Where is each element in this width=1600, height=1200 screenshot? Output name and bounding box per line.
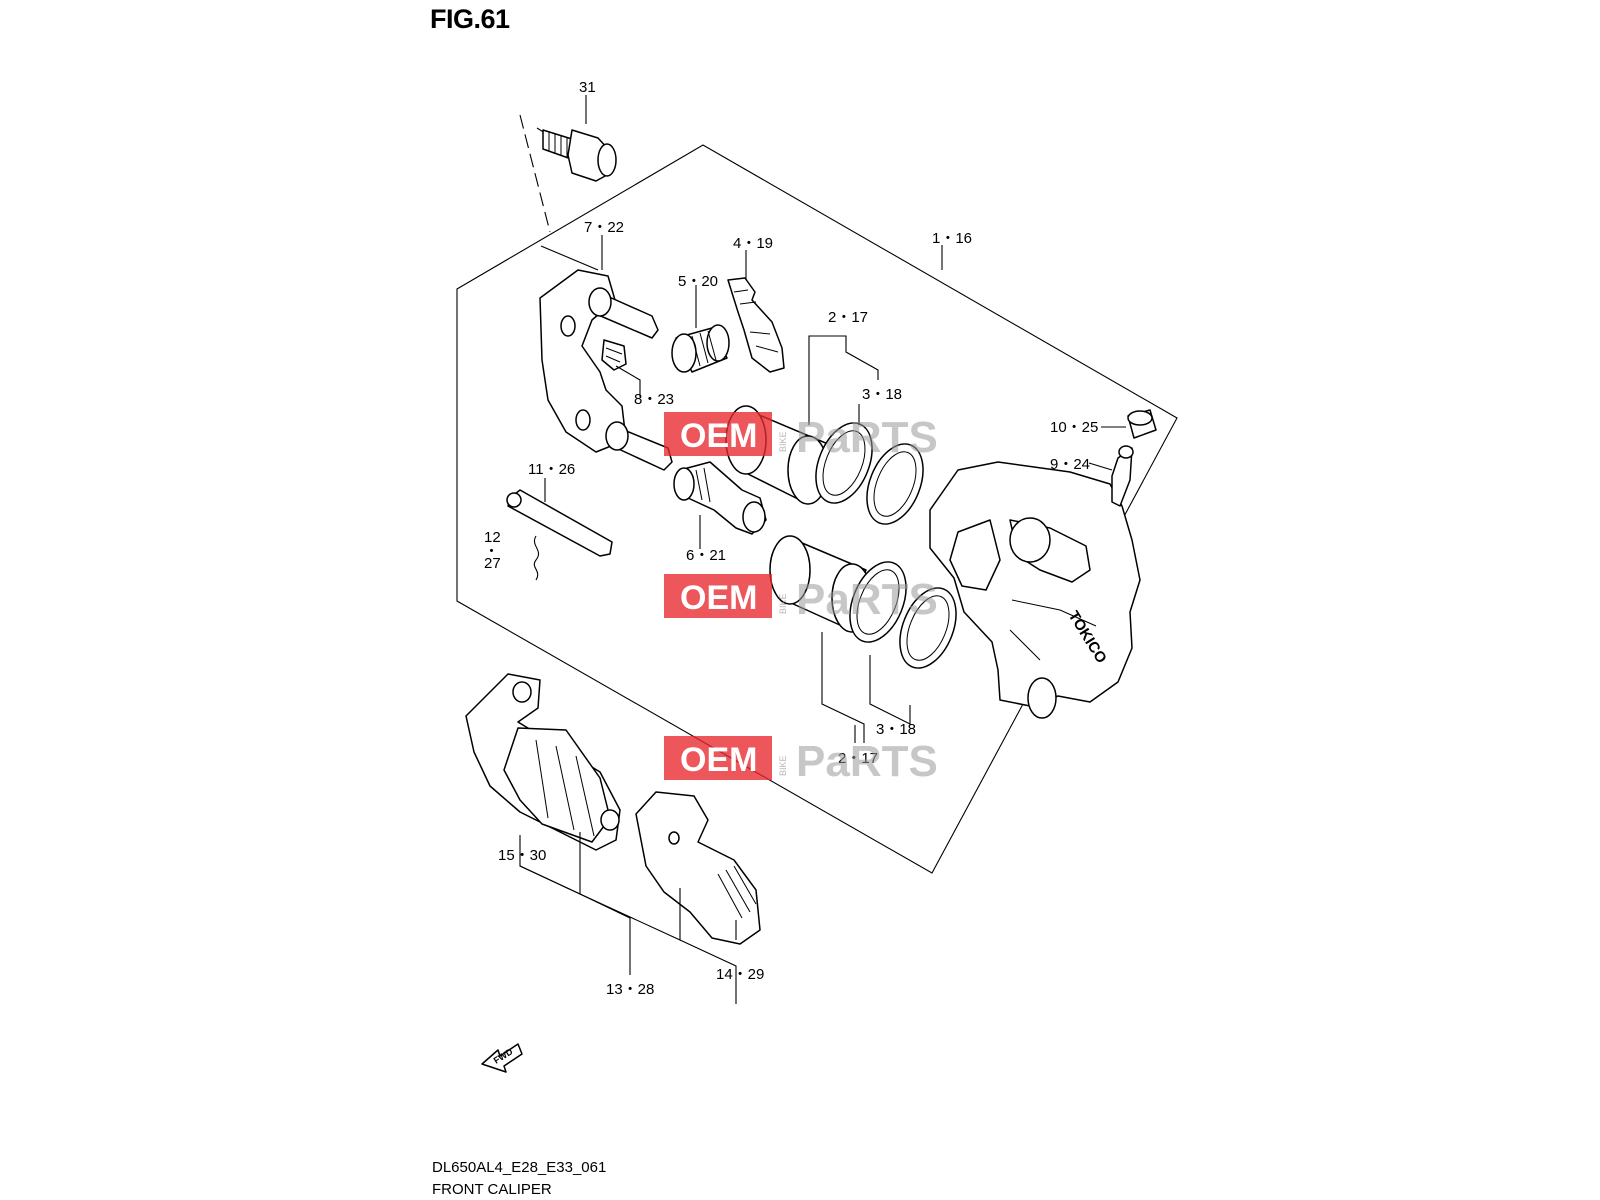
clip-12-27 [533, 535, 540, 581]
seals-lower-3-18 [849, 561, 957, 669]
callout-27: 27 [484, 555, 501, 572]
leader-lines [519, 95, 1126, 1004]
seals-upper-3-18 [815, 422, 924, 525]
callout-3-18-top: 3・18 [862, 386, 902, 403]
callout-6-21: 6・21 [686, 547, 726, 564]
forward-direction-arrow: FWD [481, 1043, 523, 1073]
watermark-oem: OEM [680, 417, 757, 455]
callout-5-20: 5・20 [678, 273, 718, 290]
figure-name: FRONT CALIPER [432, 1181, 552, 1198]
watermark-row-1: OEM BIKE PaRTS [664, 412, 938, 462]
watermark-parts: PaRTS [796, 737, 938, 786]
callout-10-25: 10・25 [1050, 419, 1098, 436]
callout-31: 31 [579, 79, 596, 96]
pin-11-26 [506, 489, 613, 557]
watermark-oem: OEM [680, 579, 757, 617]
pad-spring-4-19 [727, 277, 785, 373]
callout-15-30: 15・30 [498, 847, 546, 864]
callout-7-22: 7・22 [584, 219, 624, 236]
callout-9-24: 9・24 [1050, 456, 1090, 473]
figure-title: FIG.61 [430, 4, 510, 34]
callout-12-dot: ・ [484, 543, 499, 560]
callout-11-26: 11・26 [528, 461, 575, 478]
callout-4-19: 4・19 [733, 235, 773, 252]
watermark-row-3: OEM BIKE PaRTS [664, 736, 938, 786]
watermark-parts: PaRTS [796, 575, 938, 624]
watermark-oem: OEM [680, 741, 757, 779]
callout-2-17-bottom: 2・17 [838, 750, 878, 767]
callout-12: 12 [484, 529, 501, 546]
boot-6-21 [673, 461, 767, 535]
watermark-row-2: OEM BIKE PaRTS [664, 574, 938, 624]
callout-13-28: 13・28 [606, 981, 654, 998]
boot-5-20 [671, 324, 730, 373]
caliper-bracket [539, 269, 673, 471]
callout-8-23: 8・23 [634, 391, 674, 408]
callout-14-29: 14・29 [716, 966, 764, 983]
watermark-bike: BIKE [778, 593, 788, 614]
figure-code: DL650AL4_E28_E33_061 [432, 1159, 607, 1176]
bolt-31 [519, 114, 617, 233]
callout-2-17-top: 2・17 [828, 309, 868, 326]
callout-labels: 31 7・22 4・19 5・20 1・16 2・17 3・18 8・23 10… [484, 79, 1098, 998]
watermark-parts: PaRTS [796, 413, 938, 462]
caliper-body-1-16: TOKICO [929, 409, 1157, 719]
piston-lower-2-17 [769, 535, 873, 633]
watermark-bike: BIKE [778, 755, 788, 776]
callout-1-16: 1・16 [932, 230, 972, 247]
watermark-bike: BIKE [778, 431, 788, 452]
brake-pad-14-29 [635, 791, 761, 945]
brake-pad-15-30 [465, 673, 621, 851]
callout-3-18-bottom: 3・18 [876, 721, 916, 738]
